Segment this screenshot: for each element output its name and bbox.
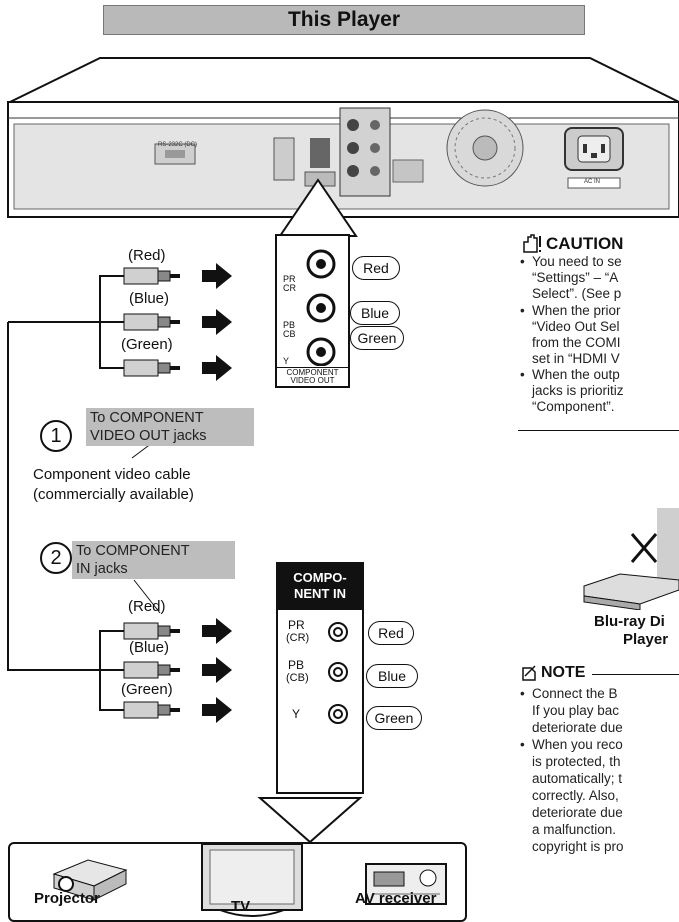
plug-group <box>123 267 180 719</box>
cb-in-label: (CB) <box>286 672 309 684</box>
note-line-4: is protected, th <box>532 754 621 769</box>
cable-note-line2: (commercially available) <box>33 486 194 503</box>
ac-in-label: AC IN <box>584 179 601 185</box>
cr-in-label: (CR) <box>286 632 310 644</box>
av-receiver-icon <box>365 863 447 905</box>
note-line-7: deteriorate due <box>532 805 623 820</box>
note-line-0: •Connect the B <box>520 686 618 701</box>
cable-label-blue-top: (Blue) <box>129 290 170 307</box>
y-label: Y <box>283 356 290 366</box>
tv-icon <box>201 843 303 917</box>
note-pencil-icon <box>522 665 536 681</box>
cable-note-line1: Component video cable <box>33 466 191 483</box>
note-line-2: deteriorate due <box>532 720 623 735</box>
cr-label: CR <box>283 283 296 293</box>
device-av-receiver: AV receiver <box>355 890 437 907</box>
panel-header-line1: COMPO- <box>293 570 347 585</box>
note-line-5: automatically; t <box>532 771 623 786</box>
cable-label-green-bottom: (Green) <box>121 681 173 698</box>
bluray-illustration <box>583 508 679 610</box>
cable-label-blue-bottom: (Blue) <box>129 639 170 656</box>
caution-divider <box>518 430 679 431</box>
note-rule <box>592 674 679 675</box>
cable-label-green-top: (Green) <box>121 336 173 353</box>
pr-label: PR <box>283 274 296 284</box>
note-line-1: If you play bac <box>532 703 620 718</box>
step2-number: 2 <box>40 542 72 574</box>
device-projector: Projector <box>34 890 100 907</box>
pb-label: PB <box>283 320 296 330</box>
pill-green-in: Green <box>366 706 422 730</box>
banner-this-player: This Player <box>103 5 585 35</box>
callout-pointer-bottom <box>257 797 363 844</box>
device-tv: TV <box>231 898 251 915</box>
note-line-8: a malfunction. <box>532 822 617 837</box>
note-line-9: copyright is pro <box>532 839 624 854</box>
pill-red-in: Red <box>368 621 414 645</box>
pill-red-out: Red <box>352 256 400 280</box>
cable-harness <box>7 263 232 723</box>
caution-line-1: “Settings” – “A <box>532 270 619 285</box>
caution-line-0: •You need to se <box>520 254 622 269</box>
step2-line1: To COMPONENT <box>76 543 190 559</box>
caution-line-4: “Video Out Sel <box>532 319 620 334</box>
bluray-line2: Player <box>623 631 669 648</box>
note-line-6: correctly. Also, <box>532 788 619 803</box>
caution-line-9: “Component”. <box>532 399 615 414</box>
arrow-group <box>202 263 232 723</box>
step2-leader <box>133 579 161 614</box>
component-video-out-panel: PR CR PB CB Y COMPONENT VIDEO OUT <box>275 234 350 388</box>
bluray-line1: Blu-ray Di <box>594 613 665 630</box>
projector-icon <box>52 859 128 901</box>
component-in-panel: COMPO- NENT IN PR (CR) PB (CB) Y <box>276 562 364 794</box>
caution-line-7: •When the outp <box>520 367 620 382</box>
caution-hand-icon <box>523 234 541 253</box>
step2-line2: IN jacks <box>76 561 128 577</box>
y-in-label: Y <box>292 707 301 721</box>
step1-tag: To COMPONENT VIDEO OUT jacks <box>86 408 254 446</box>
panel-footer-line2: VIDEO OUT <box>290 376 335 385</box>
caution-line-5: from the COMI <box>532 335 621 350</box>
panel-footer-line1: COMPONENT <box>286 368 339 377</box>
note-line-3: •When you reco <box>520 737 623 752</box>
pill-blue-out: Blue <box>350 301 400 325</box>
cable-label-red-bottom: (Red) <box>128 598 166 615</box>
panel-header-line2: NENT IN <box>294 586 346 601</box>
cable-label-red-top: (Red) <box>128 247 166 264</box>
devices-box <box>8 842 467 922</box>
caution-line-3: •When the prior <box>520 303 621 318</box>
step1-line2: VIDEO OUT jacks <box>90 428 207 444</box>
step2-tag: To COMPONENT IN jacks <box>72 541 235 579</box>
cb-label: CB <box>283 329 296 339</box>
note-title: NOTE <box>541 664 586 681</box>
caution-title: CAUTION <box>546 234 624 253</box>
caution-line-8: jacks is prioritiz <box>532 383 624 398</box>
pill-blue-in: Blue <box>366 664 418 688</box>
caution-line-6: set in “HDMI V <box>532 351 620 366</box>
rs232-label: RS-232C (DC) <box>158 142 198 148</box>
pr-in-label: PR <box>288 618 305 632</box>
pill-green-out: Green <box>350 326 404 350</box>
caution-line-2: Select”. (See p <box>532 286 622 301</box>
step1-number: 1 <box>40 420 72 452</box>
pb-in-label: PB <box>288 658 305 672</box>
step1-line1: To COMPONENT <box>90 410 204 426</box>
device-illustrations <box>52 843 447 917</box>
